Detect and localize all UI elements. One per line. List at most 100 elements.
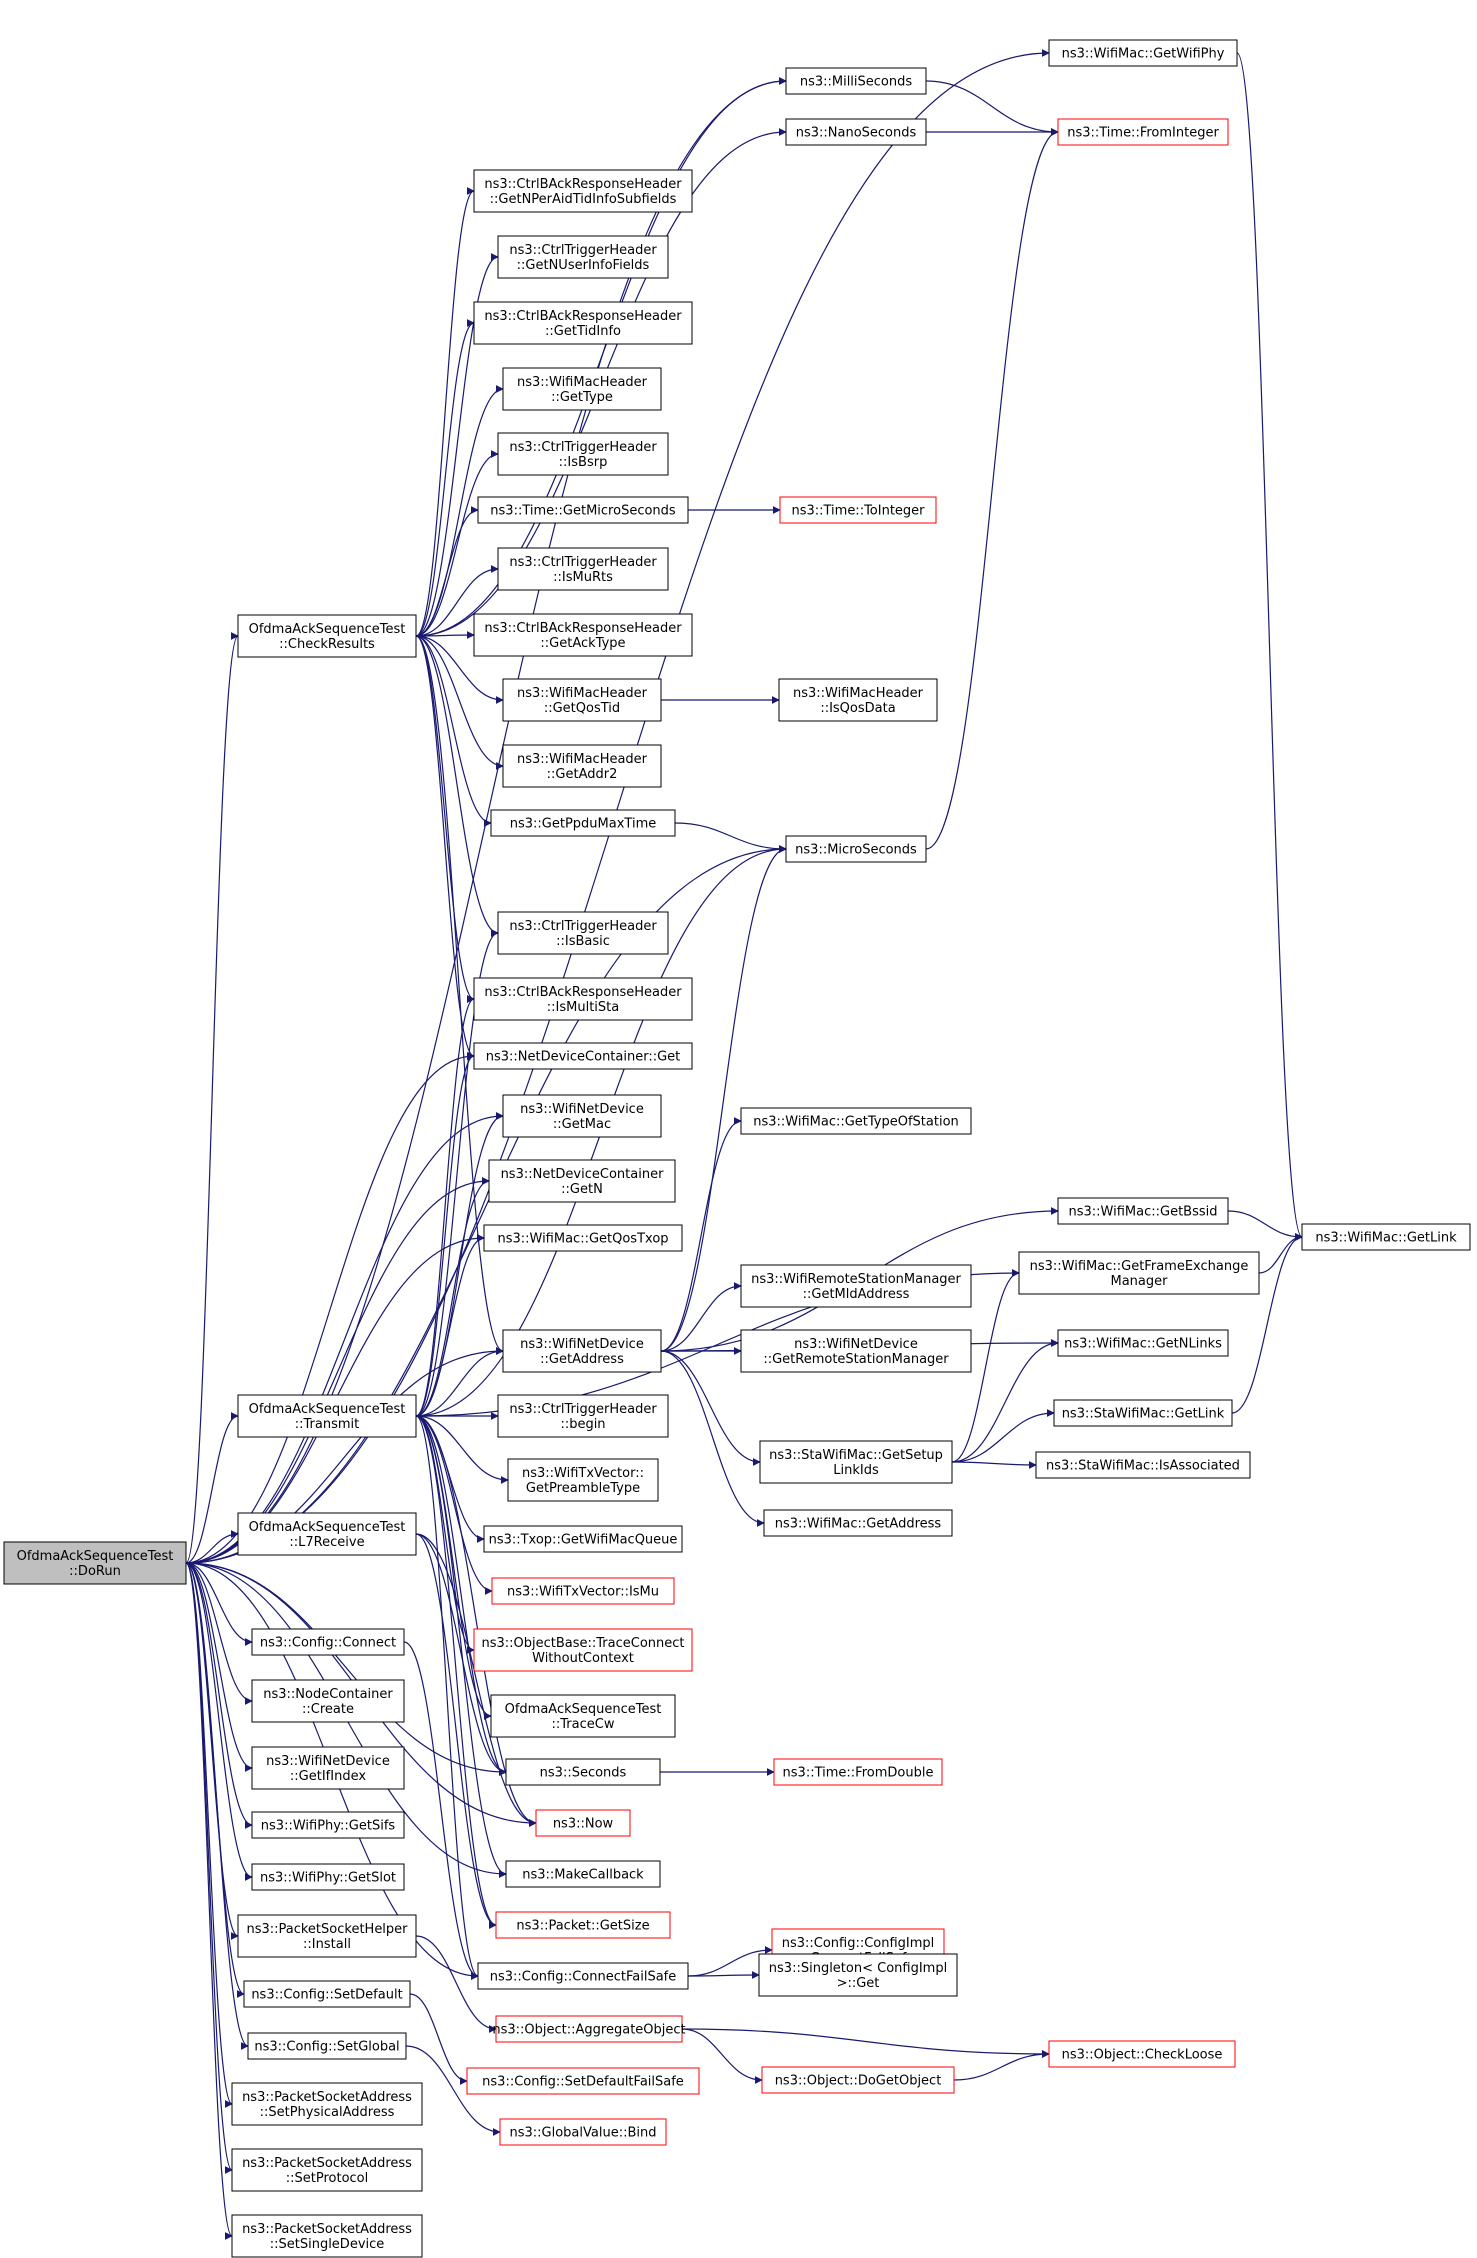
node-box [779,496,937,524]
node-dorun: OfdmaAckSequenceTest::DoRun [3,1541,187,1585]
node-label-line: ns3::WifiMac::GetLink [1315,1231,1457,1246]
node-psh-install[interactable]: ns3::PacketSocketHelper::Install [237,1914,417,1958]
node-getnlinks[interactable]: ns3::WifiMac::GetNLinks [1057,1329,1229,1357]
node-wnd-getmac[interactable]: ns3::WifiNetDevice::GetMac [502,1094,662,1138]
node-getmicro[interactable]: ns3::Time::GetMicroSeconds [477,496,689,524]
edge-cfg-setglobal-to-globalvalue-bind [405,2045,501,2136]
node-cbar-getacktype[interactable]: ns3::CtrlBAckResponseHeader::GetAckType [473,613,693,657]
node-wrsm-getmld[interactable]: ns3::WifiRemoteStationManager::GetMldAdd… [740,1264,972,1308]
node-box [1048,39,1238,67]
node-psa-setproto[interactable]: ns3::PacketSocketAddress::SetProtocol [231,2148,423,2192]
node-ct-isbsrp[interactable]: ns3::CtrlTriggerHeader::IsBsrp [497,432,669,476]
node-ct-getnuser[interactable]: ns3::CtrlTriggerHeader::GetNUserInfoFiel… [497,235,669,279]
node-tointeger[interactable]: ns3::Time::ToInteger [779,496,937,524]
node-wnd-getifindex[interactable]: ns3::WifiNetDevice::GetIfIndex [251,1746,405,1790]
node-makecallback[interactable]: ns3::MakeCallback [505,1860,661,1888]
node-nc-create[interactable]: ns3::NodeContainer::Create [251,1679,405,1723]
node-getppdumax[interactable]: ns3::GetPpduMaxTime [490,809,676,837]
node-label-line: WithoutContext [532,1651,634,1666]
node-box [466,2067,700,2095]
node-cfg-setdefault[interactable]: ns3::Config::SetDefault [243,1980,411,2008]
node-wmh-getqostid[interactable]: ns3::WifiMacHeader::GetQosTid [502,678,662,722]
node-getwifiphy[interactable]: ns3::WifiMac::GetWifiPhy [1048,39,1238,67]
node-wtv-getpreamble[interactable]: ns3::WifiTxVector::GetPreambleType [507,1458,659,1502]
node-now[interactable]: ns3::Now [535,1809,631,1837]
node-ndc-get[interactable]: ns3::NetDeviceContainer::Get [473,1042,693,1070]
node-getbssid[interactable]: ns3::WifiMac::GetBssid [1057,1197,1229,1225]
node-checkresults[interactable]: OfdmaAckSequenceTest::CheckResults [237,614,417,658]
node-box [477,496,689,524]
node-aggregateobject[interactable]: ns3::Object::AggregateObject [492,2015,686,2043]
node-label-line: ns3::WifiMac::GetAddress [775,1517,942,1532]
node-nanoseconds[interactable]: ns3::NanoSeconds [785,118,927,146]
node-milliseconds[interactable]: ns3::MilliSeconds [785,67,927,95]
node-ct-isbasic[interactable]: ns3::CtrlTriggerHeader::IsBasic [497,911,669,955]
node-label-line: ns3::CtrlBAckResponseHeader [484,621,682,636]
node-label-line: ns3::NetDeviceContainer::Get [486,1050,681,1065]
node-label-line: ::IsBasic [556,934,610,949]
node-psa-setphys[interactable]: ns3::PacketSocketAddress::SetPhysicalAdd… [231,2082,423,2126]
node-seconds[interactable]: ns3::Seconds [505,1758,661,1786]
node-psa-setsingle[interactable]: ns3::PacketSocketAddress::SetSingleDevic… [231,2214,423,2258]
node-gettypeofstation[interactable]: ns3::WifiMac::GetTypeOfStation [740,1107,972,1135]
node-wmh-gettype[interactable]: ns3::WifiMacHeader::GetType [502,367,662,411]
node-connectfailsafe[interactable]: ns3::Config::ConnectFailSafe [477,1962,689,1990]
node-box [502,1094,662,1138]
node-setdefaultfs[interactable]: ns3::Config::SetDefaultFailSafe [466,2067,700,2095]
node-getslot[interactable]: ns3::WifiPhy::GetSlot [251,1863,405,1891]
edge-transmit-to-ct-isbasic [415,929,499,1417]
edge-transmit-to-now [415,1415,537,1827]
node-box [251,1628,405,1656]
node-ct-begin[interactable]: ns3::CtrlTriggerHeader::begin [497,1394,669,1438]
node-cfg-setglobal[interactable]: ns3::Config::SetGlobal [247,2032,407,2060]
node-wnd-getrsm[interactable]: ns3::WifiNetDevice::GetRemoteStationMana… [740,1329,972,1373]
node-singleton-get[interactable]: ns3::Singleton< ConfigImpl >::Get [758,1953,958,1997]
node-packet-getsize[interactable]: ns3::Packet::GetSize [495,1911,671,1939]
node-ob-traceconnect[interactable]: ns3::ObjectBase::TraceConnectWithoutCont… [473,1628,693,1672]
node-cbar-nper[interactable]: ns3::CtrlBAckResponseHeader::GetNPerAidT… [473,169,693,213]
node-fromdouble[interactable]: ns3::Time::FromDouble [773,1758,943,1786]
node-box [502,367,662,411]
node-tracecw[interactable]: OfdmaAckSequenceTest::TraceCw [490,1694,676,1738]
node-label-line: ns3::ObjectBase::TraceConnect [481,1636,684,1651]
node-label-line: ns3::WifiTxVector:: [522,1466,644,1481]
node-wmh-getaddr2[interactable]: ns3::WifiMacHeader::GetAddr2 [502,744,662,788]
node-wnd-getaddress[interactable]: ns3::WifiNetDevice::GetAddress [502,1329,662,1373]
node-ct-ismurts[interactable]: ns3::CtrlTriggerHeader::IsMuRts [497,547,669,591]
node-box [773,1758,943,1786]
node-wtv-ismu[interactable]: ns3::WifiTxVector::IsMu [491,1577,675,1605]
node-label-line: OfdmaAckSequenceTest [505,1702,662,1717]
node-sta-getlink[interactable]: ns3::StaWifiMac::GetLink [1053,1399,1233,1427]
node-cbar-gettid[interactable]: ns3::CtrlBAckResponseHeader::GetTidInfo [473,301,693,345]
node-label-line: ns3::Txop::GetWifiMacQueue [489,1533,678,1548]
node-fromint[interactable]: ns3::Time::FromInteger [1057,118,1229,146]
node-wmh-isqosdata[interactable]: ns3::WifiMacHeader::IsQosData [778,678,938,722]
node-checkloose[interactable]: ns3::Object::CheckLoose [1048,2040,1236,2068]
node-getqostxop[interactable]: ns3::WifiMac::GetQosTxop [483,1224,683,1252]
node-sta-isassoc[interactable]: ns3::StaWifiMac::IsAssociated [1035,1451,1251,1479]
node-l7receive[interactable]: OfdmaAckSequenceTest::L7Receive [237,1512,417,1556]
node-transmit[interactable]: OfdmaAckSequenceTest::Transmit [237,1394,417,1438]
node-globalvalue-bind[interactable]: ns3::GlobalValue::Bind [499,2118,667,2146]
edge-dorun-to-microseconds [185,845,787,1564]
node-label-line: ns3::CtrlTriggerHeader [509,440,657,455]
edge-dorun-to-getslot [185,1562,253,1881]
node-label-line: Manager [1111,1274,1169,1289]
node-microseconds[interactable]: ns3::MicroSeconds [785,835,927,863]
node-txop-getqueue[interactable]: ns3::Txop::GetWifiMacQueue [483,1525,683,1553]
node-box [231,2082,423,2126]
node-wifimac-getaddress[interactable]: ns3::WifiMac::GetAddress [763,1509,953,1537]
node-getlink[interactable]: ns3::WifiMac::GetLink [1301,1223,1471,1251]
node-label-line: ns3::NodeContainer [263,1687,393,1702]
node-label-line: ns3::StaWifiMac::GetSetup [769,1448,943,1463]
node-cbar-ismultista[interactable]: ns3::CtrlBAckResponseHeader::IsMultiSta [473,977,693,1021]
node-label-line: ns3::GetPpduMaxTime [510,817,657,832]
node-ndc-getn[interactable]: ns3::NetDeviceContainer::GetN [488,1159,676,1203]
node-dogetobject[interactable]: ns3::Object::DoGetObject [761,2066,955,2094]
node-box [488,1159,676,1203]
node-cfg-connect[interactable]: ns3::Config::Connect [251,1628,405,1656]
edge-psh-install-to-aggregateobject [415,1935,497,2033]
node-getsifs[interactable]: ns3::WifiPhy::GetSifs [251,1811,405,1839]
